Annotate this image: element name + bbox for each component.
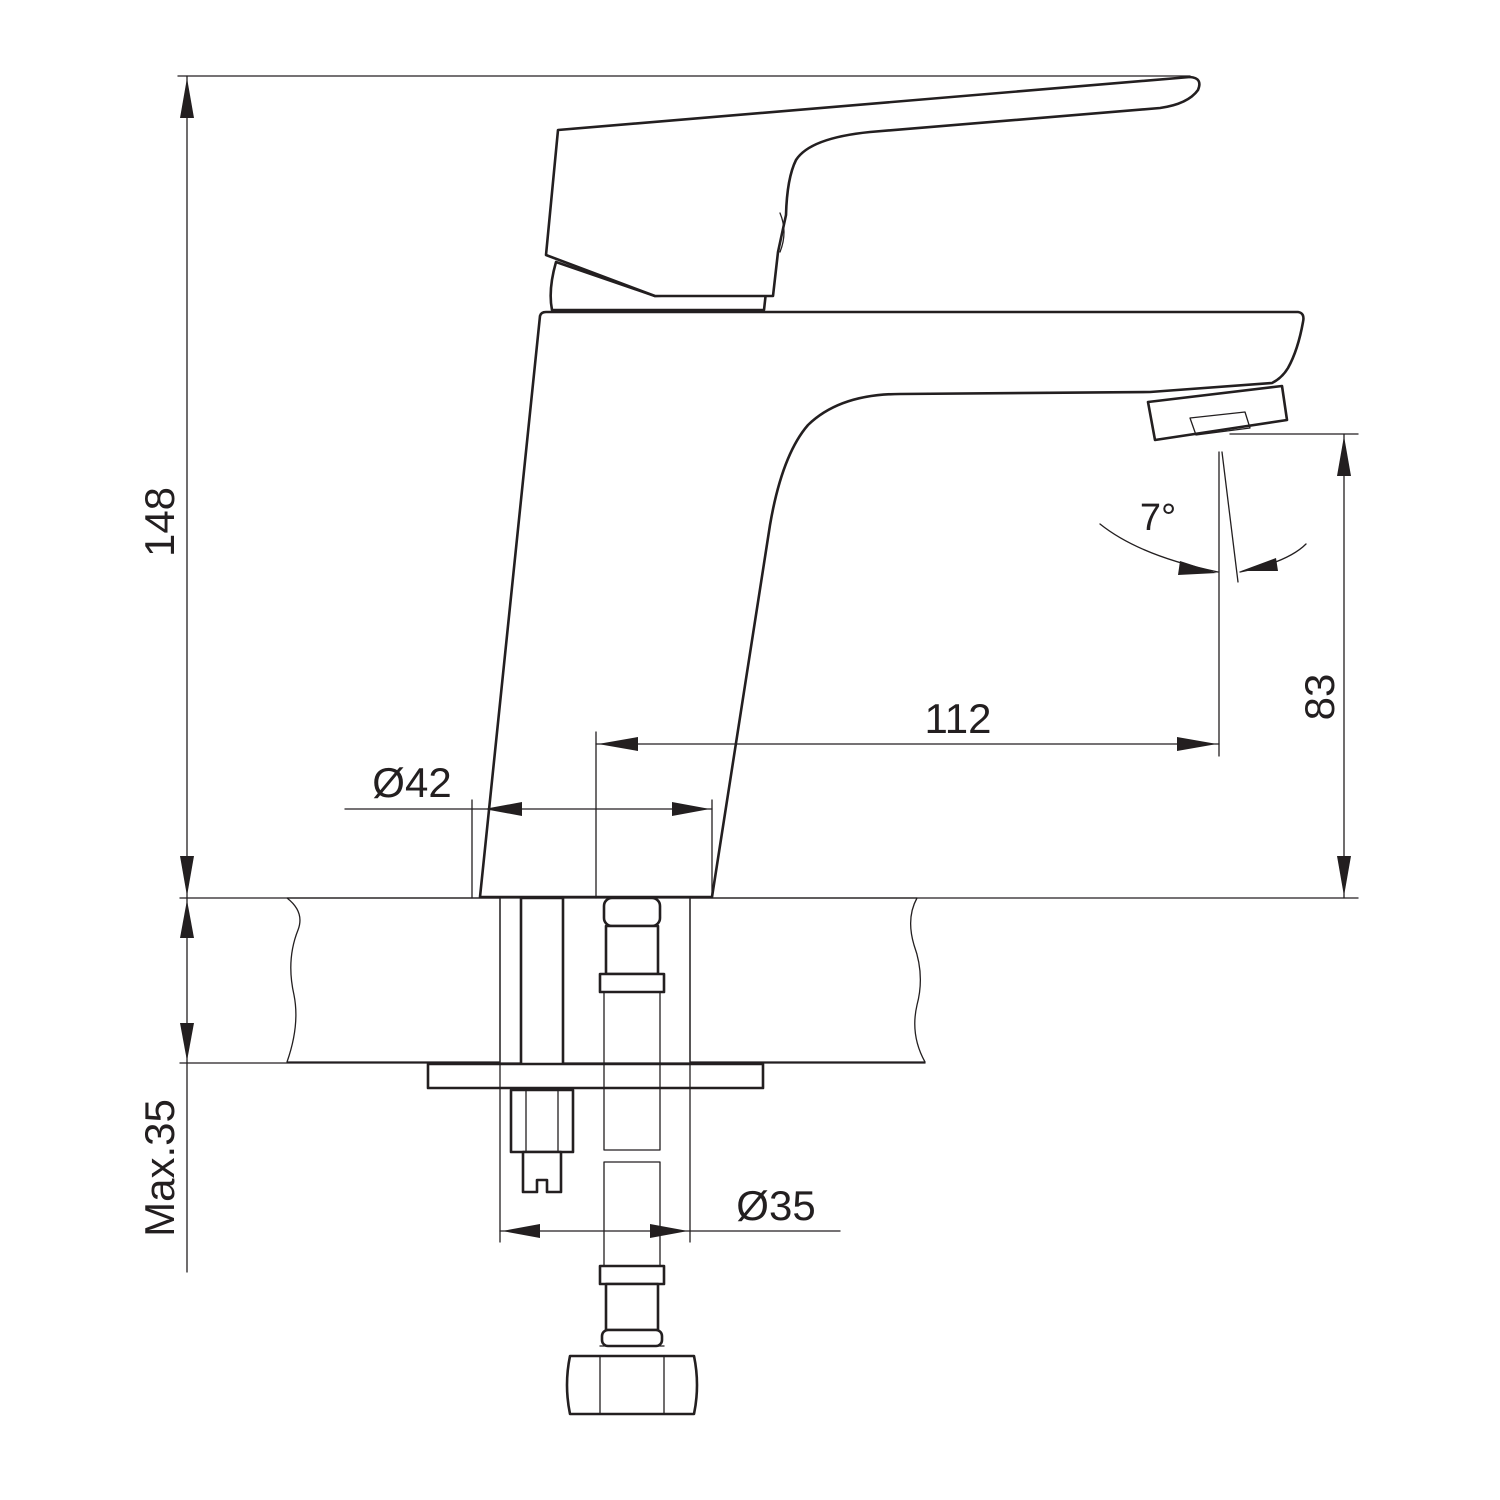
dimension-arrow-icon	[484, 802, 522, 816]
dim-max-thickness: Max.35	[136, 897, 194, 1273]
dim-spout-reach: 112	[595, 451, 1220, 899]
fixing-plate	[426, 1062, 765, 1090]
mounting-hardware	[426, 896, 765, 1416]
dim-label-d35: Ø35	[736, 1182, 815, 1229]
faucet-lever-handle	[544, 75, 1201, 298]
dim-total-height: 148	[136, 75, 1191, 899]
hose-tube-bottom	[604, 1282, 660, 1332]
flexible-hose	[565, 896, 699, 1416]
threaded-stud	[519, 896, 565, 1068]
dim-label-112: 112	[925, 695, 992, 742]
dimension-arrow-icon	[1337, 856, 1351, 896]
dim-aerator-height: 83	[1229, 433, 1359, 899]
dimension-arrow-icon	[1178, 561, 1217, 575]
faucet-aerator	[1146, 384, 1289, 442]
dimension-arrow-icon	[598, 737, 638, 751]
hose-tube-top	[604, 924, 660, 976]
dim-base-diameter: Ø42	[344, 759, 713, 899]
faucet-body	[478, 75, 1305, 899]
stud-screw-end	[521, 1150, 563, 1194]
hose-braid-upper	[603, 991, 661, 1151]
hose-union-nut	[565, 1354, 699, 1416]
dim-mount-hole: Ø35	[499, 897, 841, 1243]
fixing-nut	[509, 1088, 575, 1154]
angle-ray	[1221, 451, 1239, 583]
dimension-arrow-icon	[1241, 558, 1278, 571]
dim-label-83: 83	[1296, 674, 1343, 721]
hose-crimp-top	[598, 972, 666, 994]
dimension-arrow-icon	[180, 78, 194, 118]
dimension-arrow-icon	[1337, 436, 1351, 476]
dim-label-d42: Ø42	[372, 759, 451, 806]
dimension-arrow-icon	[502, 1224, 540, 1238]
countertop-left-block	[286, 897, 501, 1063]
countertop-section	[179, 897, 1359, 1064]
faucet-aerator-insert	[1189, 411, 1251, 436]
dimension-arrow-icon	[672, 802, 710, 816]
dim-label-max35: Max.35	[136, 1099, 183, 1237]
dim-aerator-angle: 7°	[1099, 451, 1307, 583]
hose-crimp-bottom	[598, 1264, 666, 1286]
faucet-cartridge-cap	[549, 260, 768, 312]
dimension-arrow-icon	[180, 856, 194, 896]
hose-braid-lower	[603, 1161, 661, 1267]
faucet-spout-body	[478, 310, 1305, 899]
hose-fitting-top	[602, 896, 662, 928]
dimension-arrow-icon	[180, 900, 194, 938]
hose-ring	[600, 1328, 664, 1348]
countertop-right-block	[689, 897, 926, 1063]
handle-pivot-mark	[779, 212, 785, 253]
dimension-arrow-icon	[180, 1023, 194, 1061]
dim-label-148: 148	[136, 487, 183, 557]
dimension-arrow-icon	[1177, 737, 1217, 751]
dimension-arrow-icon	[650, 1224, 688, 1238]
dim-label-angle: 7°	[1140, 497, 1176, 539]
